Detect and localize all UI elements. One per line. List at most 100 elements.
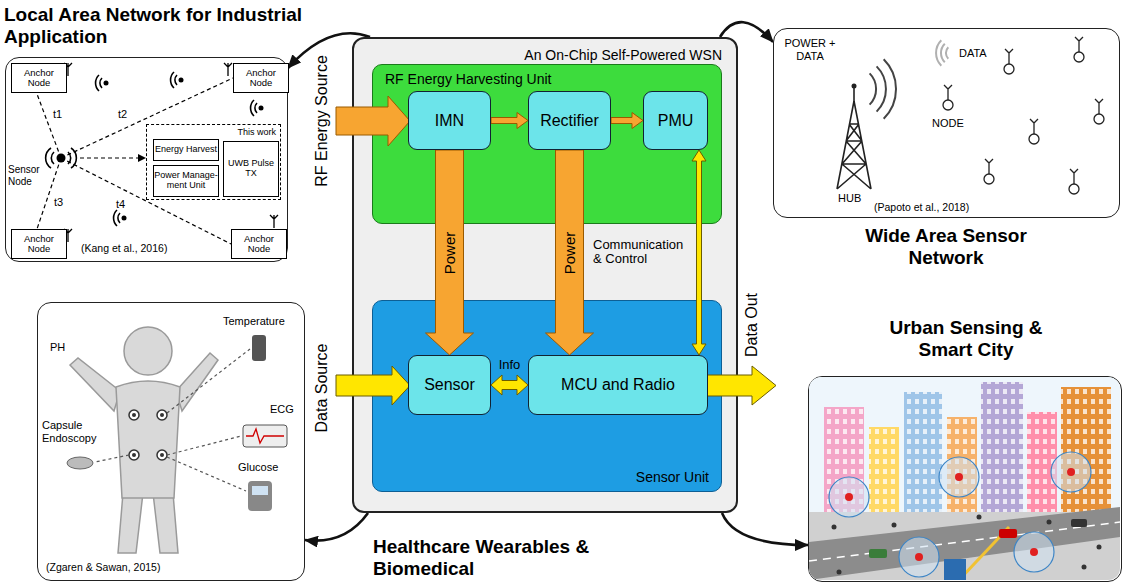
illustration-ellipse xyxy=(67,457,93,469)
block-box: Energy Harvest xyxy=(153,139,219,161)
illustration-circle xyxy=(837,570,842,575)
illustration-rect xyxy=(1071,519,1087,527)
side-label: Data Out xyxy=(743,293,761,357)
illustration-line xyxy=(37,94,61,158)
illustration-circle xyxy=(892,523,897,528)
block-label: Energy Harvest xyxy=(155,145,217,155)
delay-label: t4 xyxy=(116,198,125,211)
illustration-path xyxy=(114,210,117,226)
illustration-path xyxy=(70,358,120,411)
illustration-rect xyxy=(981,382,1023,517)
function-block: IMN xyxy=(408,91,491,150)
illustration-circle xyxy=(1004,64,1014,74)
illustration-path xyxy=(255,103,257,113)
function-block: PMU xyxy=(643,91,708,150)
citation: (Papoto et al., 2018) xyxy=(874,201,969,213)
illustration-path xyxy=(877,66,886,111)
illustration-circle xyxy=(129,450,139,460)
illustration-path xyxy=(1005,49,1013,64)
delay-label: t2 xyxy=(118,108,127,121)
unit-heading: An On-Chip Self-Powered WSN xyxy=(524,47,722,63)
illustration-circle xyxy=(1051,452,1091,492)
illustration-path xyxy=(96,75,99,91)
illustration-circle xyxy=(104,81,109,86)
power-arrow xyxy=(491,113,528,129)
function-block: MCU and Radio xyxy=(528,355,708,415)
application-panel: Local Area Network for Industrial Applic… xyxy=(5,57,288,262)
illustration-path xyxy=(941,44,945,62)
data-output-arrow xyxy=(706,366,776,405)
this-work-box: This workEnergy HarvestPower Manage-ment… xyxy=(146,124,281,200)
block-label: Rectifier xyxy=(540,112,599,130)
illustration-path xyxy=(944,85,952,100)
illustration-circle xyxy=(829,477,869,517)
illustration-rect xyxy=(252,486,268,495)
illustration-label: Capsule Endoscopy xyxy=(42,419,106,444)
illustration-circle xyxy=(899,537,939,577)
block-label: MCU and Radio xyxy=(561,376,675,394)
illustration-g xyxy=(114,210,127,226)
illustration-rect xyxy=(869,549,887,558)
illustration-path xyxy=(100,78,102,88)
application-arrow xyxy=(722,513,808,545)
illustration-circle xyxy=(852,84,857,89)
illustration-g xyxy=(426,113,707,396)
illustration-circle xyxy=(160,413,164,417)
illustration-path xyxy=(175,75,177,85)
illustration-path xyxy=(946,47,948,58)
illustration-path xyxy=(68,152,71,164)
illustration-rect xyxy=(243,425,287,447)
illustration-label: Sensor Node xyxy=(8,164,44,187)
illustration-circle xyxy=(1069,184,1079,194)
illustration-path xyxy=(985,159,993,174)
illustration-path xyxy=(246,429,284,443)
illustration-label: NODE xyxy=(932,117,964,130)
illustration-circle xyxy=(132,453,136,457)
function-block: Sensor xyxy=(408,355,491,415)
illustration-path xyxy=(1070,169,1078,184)
illustration-g xyxy=(96,75,109,91)
illustration-path xyxy=(138,154,146,162)
illustration-rect xyxy=(904,392,942,517)
illustration-path xyxy=(837,101,871,189)
block-box: UWB Pulse TX xyxy=(223,141,279,197)
application-arrow xyxy=(305,513,368,541)
illustration-g xyxy=(46,148,77,168)
illustration-g xyxy=(288,22,808,545)
illustration-circle xyxy=(984,174,994,184)
illustration-path xyxy=(870,73,876,104)
power-arrow xyxy=(611,113,643,129)
panel-heading: Wide Area Sensor Network xyxy=(846,225,1046,269)
illustration-circle xyxy=(1067,468,1075,476)
illustration-circle xyxy=(1030,548,1038,556)
illustration-circle xyxy=(57,154,66,163)
delay-label: t1 xyxy=(53,108,62,121)
signal-arrow xyxy=(692,150,706,355)
illustration-label: Glucose xyxy=(238,461,278,474)
illustration-g xyxy=(132,413,164,457)
illustration-label: POWER + DATA xyxy=(784,37,836,62)
delay-label: t3 xyxy=(54,196,63,209)
illustration-circle xyxy=(129,410,139,420)
illustration-rect xyxy=(944,559,966,580)
illustration-path xyxy=(171,72,174,88)
application-panel: Urban Sensing & Smart City xyxy=(808,376,1122,582)
illustration-label: ECG xyxy=(270,403,294,416)
sensor-unit-box: Sensor UnitSensorMCU and Radio xyxy=(372,300,722,492)
edge-label: Power xyxy=(561,231,578,274)
illustration-polygon xyxy=(809,507,1120,580)
illustration-g xyxy=(251,100,264,116)
illustration-g xyxy=(832,515,1102,575)
illustration-rect xyxy=(252,335,266,361)
illustration-path xyxy=(176,353,218,411)
block-label: Sensor xyxy=(424,376,475,394)
anchor-node-box: Anchor Node xyxy=(11,63,67,93)
anchor-node-box: Anchor Node xyxy=(11,229,67,259)
panel-heading: Local Area Network for Industrial Applic… xyxy=(4,4,304,48)
illustration-circle xyxy=(1029,134,1039,144)
unit-heading: This work xyxy=(237,127,276,137)
block-label: Anchor Node xyxy=(234,68,288,89)
block-label: PMU xyxy=(658,112,694,130)
